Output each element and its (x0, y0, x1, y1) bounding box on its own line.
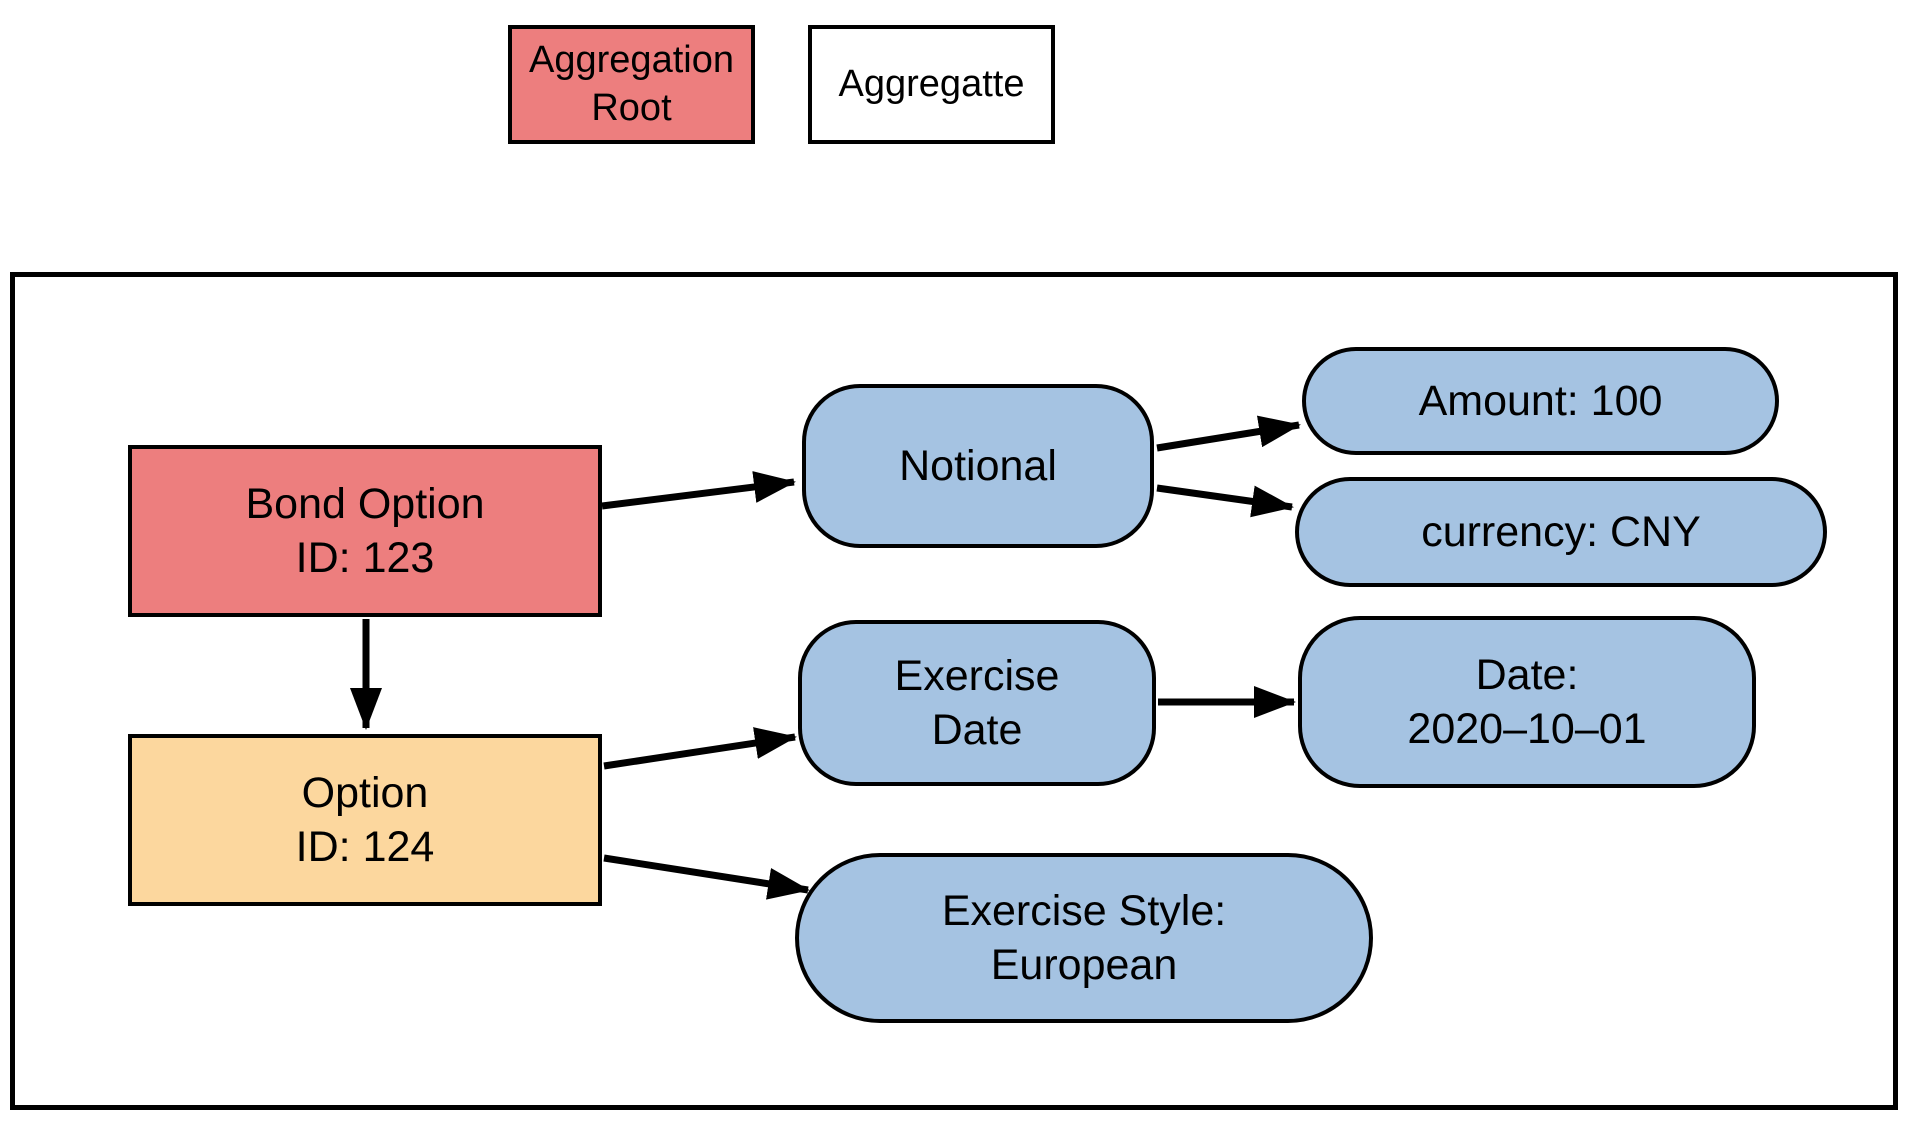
node-currency: currency: CNY (1295, 477, 1827, 587)
node-option: Option ID: 124 (128, 734, 602, 906)
node-exercise-date-label: Exercise Date (894, 651, 1060, 754)
node-date-value-label: Date: 2020–10–01 (1407, 650, 1647, 753)
node-notional: Notional (802, 384, 1154, 548)
node-bond-option: Bond Option ID: 123 (128, 445, 602, 617)
legend-aggregate-label: Aggregatte (838, 62, 1025, 105)
node-exercise-style-label: Exercise Style: European (941, 886, 1227, 989)
aggregate-boundary (10, 272, 1898, 1110)
node-option-label: Option ID: 124 (295, 768, 435, 871)
legend-aggregate: Aggregatte (808, 25, 1055, 144)
node-bond-option-label: Bond Option ID: 123 (245, 479, 485, 582)
node-date-value: Date: 2020–10–01 (1298, 616, 1756, 788)
node-exercise-style: Exercise Style: European (795, 853, 1373, 1023)
legend-aggregation-root-label: Aggregation Root (529, 39, 734, 129)
node-amount-label: Amount: 100 (1418, 376, 1663, 425)
legend-aggregation-root: Aggregation Root (508, 25, 755, 144)
node-currency-label: currency: CNY (1421, 507, 1701, 556)
node-amount: Amount: 100 (1302, 347, 1779, 455)
node-notional-label: Notional (899, 441, 1057, 490)
node-exercise-date: Exercise Date (798, 620, 1156, 786)
